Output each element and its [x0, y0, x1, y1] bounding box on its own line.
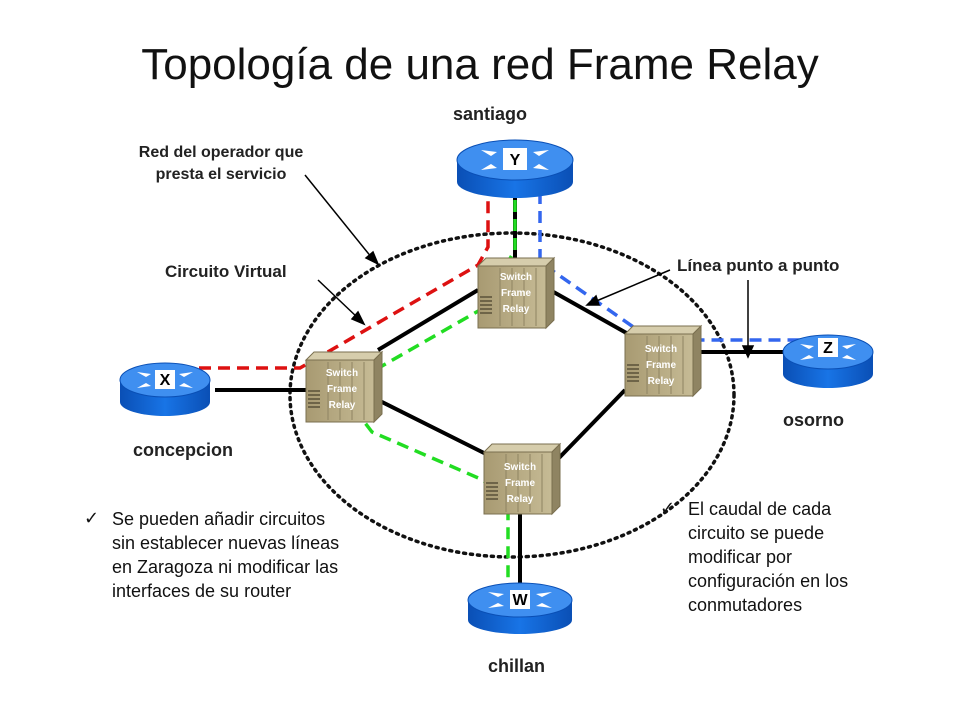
check-icon: ✓	[84, 508, 100, 529]
router-arrows-icon	[137, 372, 193, 388]
switch-bottom[interactable]: Switch Frame Relay	[482, 442, 562, 516]
router-arrows-icon	[800, 344, 856, 360]
bullet-right: ✓ El caudal de cada circuito se puede mo…	[660, 497, 849, 617]
router-concepcion[interactable]: X	[119, 362, 211, 416]
annotation-arrows	[304, 174, 755, 359]
router-santiago[interactable]: Y	[456, 139, 574, 198]
switch-left-label-2: Frame	[327, 384, 357, 395]
switch-top-label-2: Frame	[501, 288, 531, 299]
bullet-right-line-1: El caudal de cada	[688, 499, 832, 519]
bullet-left: ✓ Se pueden añadir circuitos sin estable…	[84, 507, 340, 603]
switch-right-label-3: Relay	[648, 376, 675, 387]
router-letter-z: Z	[823, 340, 833, 357]
operator-network-note-line-2: presta el servicio	[155, 166, 287, 183]
bullet-left-line-3: en Zaragoza ni modificar las	[112, 557, 339, 577]
point-to-point-label: Línea punto a punto	[677, 256, 840, 275]
router-letter-x: X	[160, 372, 171, 389]
city-label-concepcion: concepcion	[133, 440, 234, 460]
switch-top[interactable]: Switch Frame Relay	[476, 256, 556, 330]
page-title: Topología de una red Frame Relay	[141, 40, 819, 89]
switch-top-label-1: Switch	[500, 272, 532, 283]
switch-bottom-label-2: Frame	[505, 478, 535, 489]
switch-left-label-1: Switch	[326, 368, 358, 379]
router-letter-w: W	[512, 592, 528, 609]
router-letter-y: Y	[510, 152, 521, 169]
bullet-left-line-4: interfaces de su router	[112, 581, 292, 601]
bullet-right-line-5: conmutadores	[688, 595, 803, 615]
switch-left-label-3: Relay	[329, 400, 356, 411]
operator-network-note-line-1: Red del operador que	[138, 144, 304, 161]
switch-top-label-3: Relay	[503, 304, 530, 315]
router-arrows-icon	[481, 150, 549, 170]
router-chillan[interactable]: W	[467, 582, 573, 634]
link-switch-right-switch-bottom	[555, 388, 627, 462]
switch-right-label-2: Frame	[646, 360, 676, 371]
switch-right-label-1: Switch	[645, 344, 677, 355]
switch-right[interactable]: Switch Frame Relay	[623, 324, 703, 398]
bullet-left-line-2: sin establecer nuevas líneas	[112, 533, 340, 553]
router-osorno[interactable]: Z	[782, 334, 874, 388]
operator-network-boundary	[288, 231, 736, 559]
virtual-circuit-label: Circuito Virtual	[165, 262, 287, 281]
bullet-right-line-4: configuración en los	[688, 571, 849, 591]
city-label-osorno: osorno	[783, 410, 844, 430]
link-switch-left-switch-bottom	[377, 398, 489, 457]
city-label-chillan: chillan	[488, 656, 546, 676]
operator-network-note: Red del operador que presta el servicio	[110, 142, 332, 186]
bullet-right-line-3: modificar por	[688, 547, 793, 567]
link-switch-top-switch-right	[549, 288, 631, 337]
check-icon: ✓	[660, 498, 676, 519]
bullet-left-line-1: Se pueden añadir circuitos	[112, 509, 326, 529]
switch-left[interactable]: Switch Frame Relay	[304, 350, 384, 424]
virtual-circuit-red	[180, 200, 490, 370]
city-label-santiago: santiago	[453, 104, 528, 124]
link-switch-left-switch-top	[376, 288, 480, 352]
switch-bottom-label-1: Switch	[504, 462, 536, 473]
router-arrows-icon	[488, 592, 552, 608]
switch-bottom-label-3: Relay	[507, 494, 534, 505]
bullet-right-line-2: circuito se puede	[688, 523, 825, 543]
